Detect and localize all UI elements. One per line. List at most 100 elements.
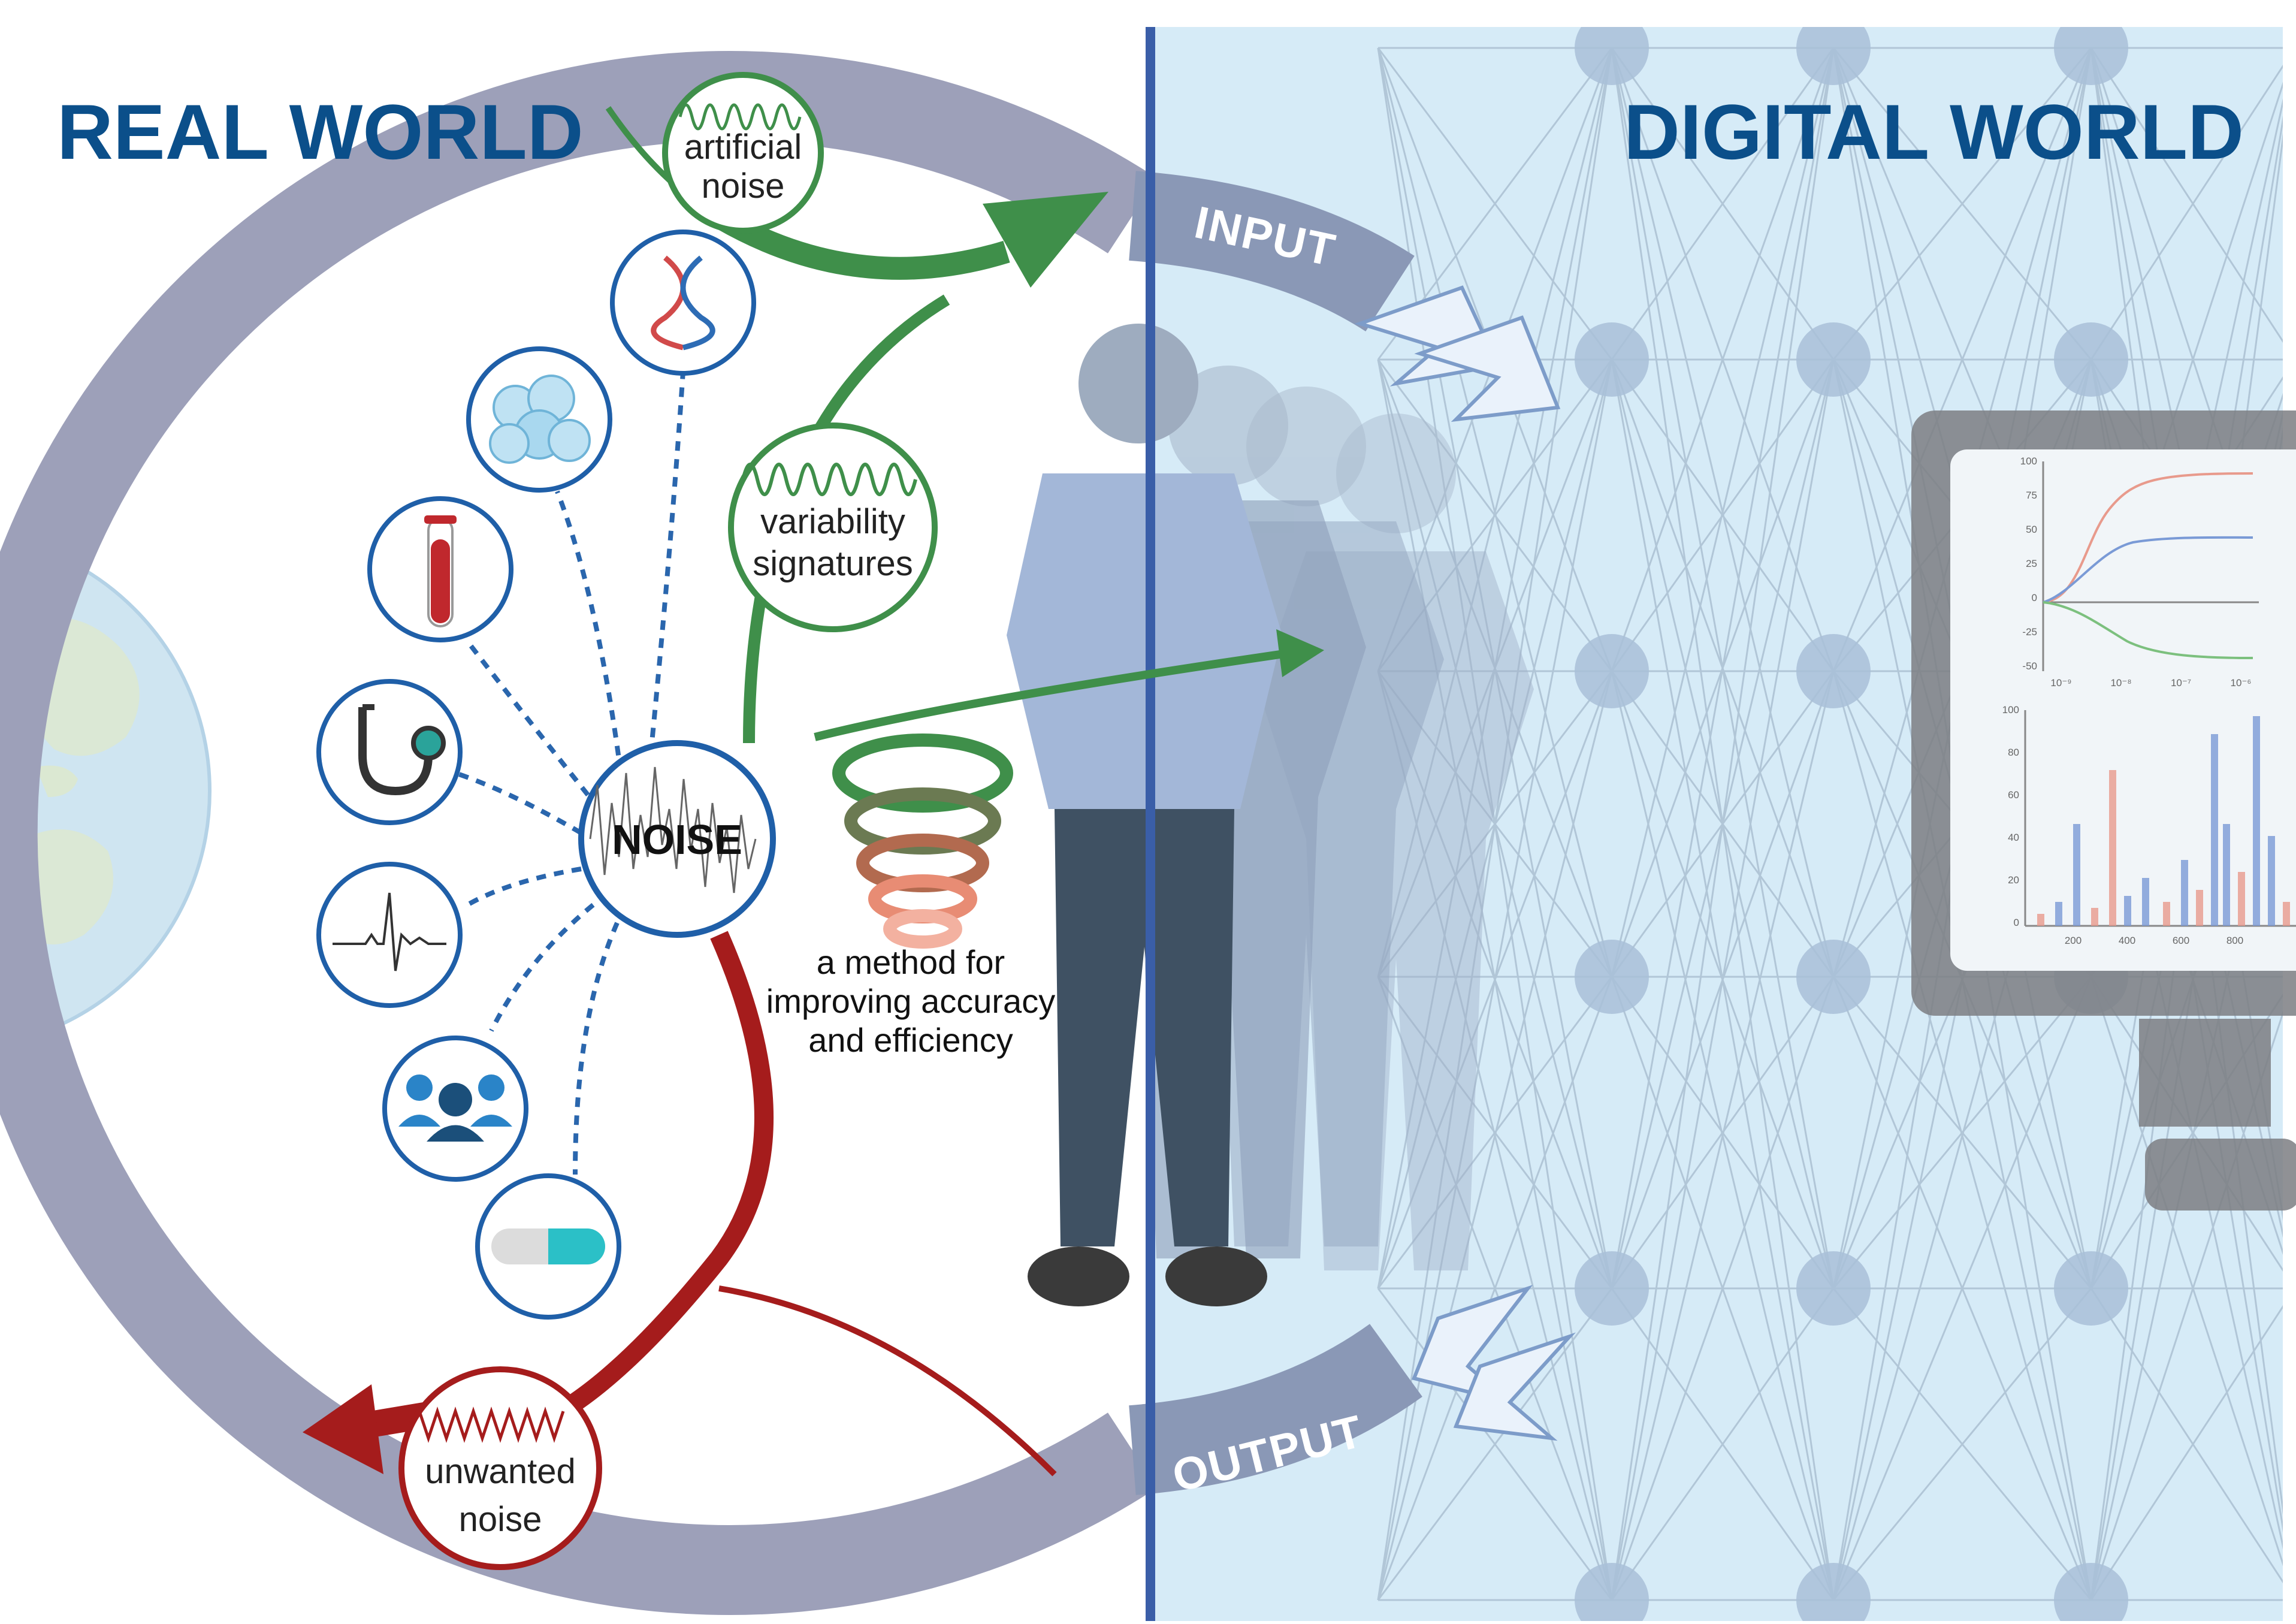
person-figure: [1007, 324, 1282, 1306]
chart-bar: [2196, 890, 2203, 926]
cells-icon: [466, 346, 612, 493]
tick-label: 400: [2119, 935, 2135, 946]
unwanted-noise-label: noise: [459, 1500, 542, 1539]
network-node: [1796, 322, 1871, 397]
cycle-arc: [0, 51, 1422, 1615]
tick-label: 75: [2026, 490, 2037, 501]
waveform-icon: [418, 1406, 565, 1443]
tick-label: 800: [2226, 935, 2243, 946]
network-node: [1796, 27, 1871, 85]
tick-label: 10⁻⁸: [2110, 677, 2131, 689]
network-node: [1796, 1251, 1871, 1326]
dna-icon: [610, 230, 756, 376]
noise-hub: NOISE: [578, 740, 776, 938]
network-edge: [2090, 1305, 2283, 1601]
network-node: [2054, 27, 2128, 85]
network-node: [2054, 1563, 2128, 1621]
network-edge: [1832, 976, 2092, 1601]
input-chevron-icon: [1354, 285, 1561, 422]
chart-bar: [2163, 902, 2170, 926]
network-node: [1796, 634, 1871, 708]
blood-tube-icon: [367, 496, 513, 642]
tick-label: 80: [2008, 747, 2019, 758]
chart-bar: [2253, 716, 2260, 926]
network-node: [1575, 1251, 1649, 1326]
network-node: [1575, 634, 1649, 708]
variability-signatures-label: variability: [760, 502, 905, 541]
network-edge: [1611, 359, 1835, 1601]
population-icon: [382, 1036, 528, 1182]
capsule-icon: [475, 1173, 621, 1320]
real-world-title: REAL WORLD: [57, 88, 584, 176]
tick-label: 0: [2032, 592, 2037, 603]
ecg-icon: [316, 862, 463, 1008]
network-node: [1796, 940, 1871, 1014]
method-caption: a method for improving accuracy and effi…: [766, 943, 1055, 1059]
noise-connectors: [454, 371, 685, 1175]
chart-bar: [2109, 770, 2116, 926]
stethoscope-icon: [316, 679, 463, 825]
network-edge: [1611, 47, 1835, 1289]
waveform-icon: [741, 463, 917, 496]
chart-bar: [2142, 878, 2149, 926]
tick-label: 10⁻⁶: [2231, 677, 2252, 689]
chart-bar: [2283, 902, 2290, 926]
network-edge: [1611, 47, 1835, 1601]
tick-label: 200: [2065, 935, 2081, 946]
data-source-icons: [316, 230, 756, 1320]
tick-label: 50: [2026, 524, 2037, 535]
chart-bar: [2211, 734, 2218, 926]
digital-world-title: DIGITAL WORLD: [1624, 88, 2244, 176]
chart-bar: [2181, 860, 2188, 926]
globe: [15, 539, 212, 1043]
chart-bar: [2055, 902, 2062, 926]
tick-label: 60: [2008, 789, 2019, 801]
network-edge: [1832, 47, 2092, 360]
network-node: [1575, 1563, 1649, 1621]
network-node: [1575, 27, 1649, 85]
chart-bar: [2091, 908, 2098, 926]
artificial-noise-label: artificial: [684, 128, 802, 167]
network-edge: [1832, 47, 2092, 672]
network-edge: [1611, 671, 1835, 1601]
network-edge: [1832, 1288, 2092, 1601]
network-edge: [1611, 47, 1835, 977]
tick-label: 10⁻⁷: [2171, 677, 2191, 689]
unwanted-noise-label: unwanted: [425, 1452, 576, 1491]
network-node: [1575, 940, 1649, 1014]
chart-bar: [2037, 914, 2044, 926]
network-edge: [1377, 671, 1613, 1601]
network-node: [2054, 1251, 2128, 1326]
network-node: [1796, 1563, 1871, 1621]
method-caption-line: a method for: [817, 943, 1005, 981]
artificial-noise-bubble: artificial noise: [662, 72, 824, 234]
digital-twin-figures: [1007, 324, 1534, 1306]
network-edge: [1611, 47, 1835, 672]
network-edge: [1611, 976, 1835, 1601]
tick-label: 40: [2008, 832, 2019, 843]
waveform-icon: [678, 103, 802, 131]
chart-bar: [2124, 896, 2131, 926]
tick-label: 600: [2173, 935, 2189, 946]
tick-label: 25: [2026, 558, 2037, 569]
chart-bar: [2223, 824, 2230, 926]
variability-signatures-label: signatures: [753, 544, 913, 583]
output-chevron-icon: [1411, 1285, 1576, 1441]
network-edge: [1377, 1288, 1613, 1601]
network-edge: [1611, 1288, 1835, 1601]
twin-transfer-arrow: [814, 629, 1324, 741]
noise-waveform-icon: [589, 766, 757, 893]
network-edge: [1377, 47, 1613, 1601]
network-edge: [1377, 976, 1613, 1601]
tick-label: 10⁻⁹: [2050, 677, 2071, 689]
method-caption-line: improving accuracy: [766, 982, 1055, 1020]
artificial-noise-label: noise: [702, 167, 785, 206]
network-edge: [1611, 47, 1835, 360]
network-edge: [2090, 64, 2283, 360]
chart-bar: [2073, 824, 2080, 926]
chart-bar: [2268, 836, 2275, 926]
method-spiral-icon: [832, 733, 1013, 949]
